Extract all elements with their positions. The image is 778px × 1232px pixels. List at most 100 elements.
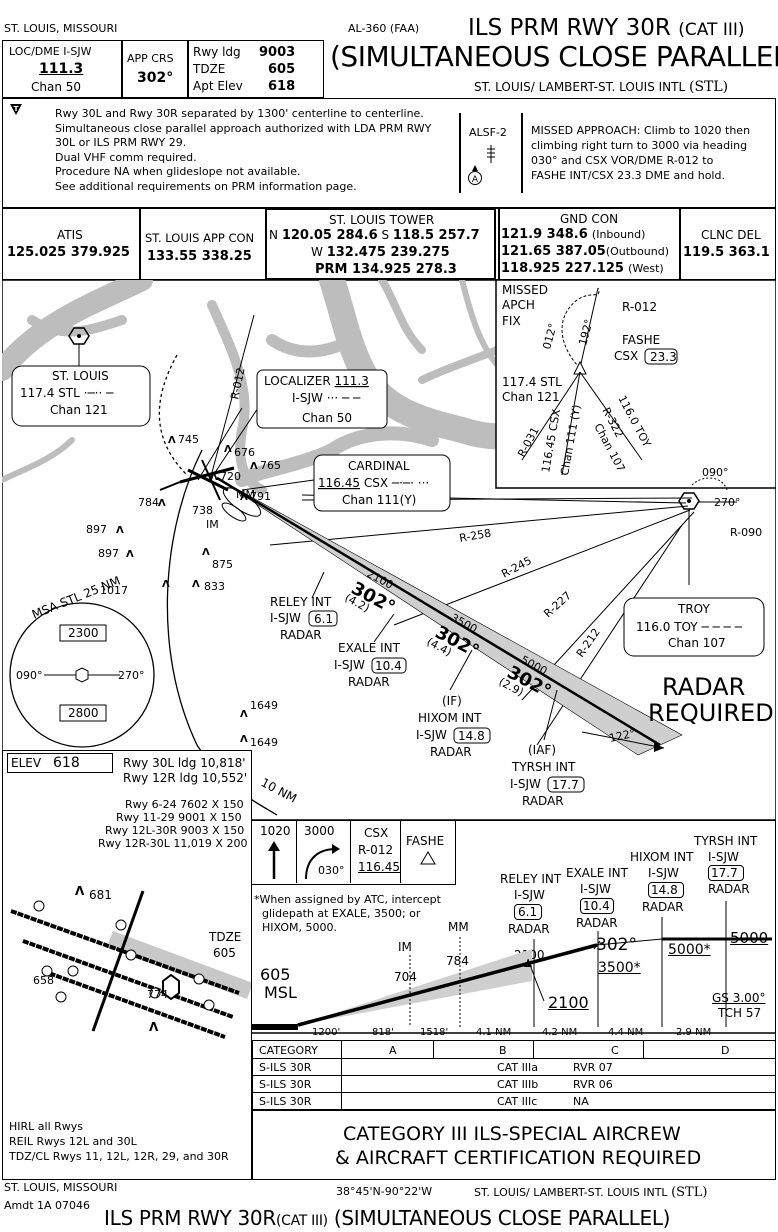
- elev-label: ELEV: [11, 756, 42, 770]
- plan-tyrsh-radar: RADAR: [522, 794, 564, 808]
- procedure-id: AL-360 (FAA): [348, 22, 420, 35]
- ma-fashe: FASHE: [406, 834, 445, 848]
- cardinal-name: CARDINAL: [348, 459, 410, 473]
- obstacle-label: 833: [204, 580, 225, 593]
- rwy-12r-30l: Rwy 12R-30L 11,019 X 200: [98, 837, 248, 850]
- ma-r012: R-012: [358, 843, 394, 857]
- prof-relay-dme: 6.1: [518, 905, 538, 919]
- missed-approach-track: [158, 354, 188, 476]
- notes-text: Rwy 30L and Rwy 30R separated by 1300' c…: [55, 107, 431, 194]
- obstacle-label: 765: [260, 459, 281, 472]
- app-con-freq: 133.55 338.25: [147, 249, 252, 264]
- svg-text:Λ: Λ: [250, 461, 258, 472]
- dist-5: 4.2 NM: [542, 1027, 578, 1038]
- plan-hixom-radar: RADAR: [430, 745, 472, 759]
- troy-r090: R-090: [730, 526, 762, 539]
- clnc-label: CLNC DEL: [701, 228, 761, 242]
- header-airport: ST. LOUIS/ LAMBERT-ST. LOUIS INTL (STL): [474, 79, 729, 95]
- plan-exale-radar: RADAR: [348, 675, 390, 689]
- cert-line-1: CATEGORY III ILS-SPECIAL AIRCREW: [343, 1123, 681, 1145]
- cert-line-2: & AIRCRAFT CERTIFICATION REQUIRED: [335, 1147, 702, 1169]
- localizer-box: [256, 369, 388, 429]
- min-row-rvr: NA: [573, 1095, 589, 1108]
- comm-strip: ATIS 125.025 379.925 ST. LOUIS APP CON 1…: [2, 208, 776, 280]
- prof-alt-2100-b: 2100: [548, 993, 589, 1012]
- missed-line: climbing right turn to 3000 via heading: [531, 139, 748, 152]
- app-crs-label: APP CRS: [127, 52, 174, 65]
- footer-city: ST. LOUIS, MISSOURI: [4, 1181, 118, 1194]
- prof-exale-radar: RADAR: [576, 916, 618, 930]
- footer-coords: 38°45'N-90°22'W: [336, 1185, 433, 1198]
- min-header-a: A: [389, 1044, 397, 1057]
- footer-airport: ST. LOUIS/ LAMBERT-ST. LOUIS INTL (STL): [474, 1185, 708, 1200]
- inset-fix: FIX: [502, 314, 521, 328]
- profile-note-line: glidepath at EXALE, 3500; or: [262, 907, 421, 920]
- plan-hixom-if: (IF): [442, 694, 462, 708]
- ma-030: 030°: [318, 864, 345, 877]
- svg-text:Λ: Λ: [224, 444, 232, 455]
- inset-missed: MISSED: [502, 283, 548, 297]
- gnd-freq-2: 121.65 387.05(Outbound): [501, 244, 670, 259]
- min-row-label: S-ILS 30R: [259, 1061, 312, 1074]
- msa-270: 270°: [118, 669, 145, 682]
- apt-elev-label: Apt Elev: [193, 79, 243, 93]
- plan-fixes: RELEY INT I-SJW 6.1 RADAR EXALE INT I-SJ…: [270, 595, 585, 808]
- airport-diagram: ELEV 618 Rwy 30L ldg 10,818' Rwy 12R ldg…: [2, 750, 252, 1180]
- prof-exale-dme: 10.4: [583, 899, 610, 913]
- loc-freq: 111.3: [39, 61, 84, 77]
- prof-exale-fix: I-SJW: [580, 882, 611, 896]
- plan-exale-name: EXALE INT: [338, 641, 401, 655]
- atis-freq: 125.025 379.925: [7, 245, 130, 260]
- ma-1020: 1020: [260, 824, 291, 838]
- svg-text:Λ: Λ: [240, 492, 248, 503]
- notes-box: T Rwy 30L and Rwy 30R separated by 1300'…: [2, 98, 776, 208]
- msa-bottom: 2800: [68, 706, 99, 720]
- obstacle-label: 897: [98, 547, 119, 560]
- min-row-cat: CAT IIIc: [497, 1095, 538, 1108]
- lighting-1: HIRL all Rwys: [9, 1120, 84, 1133]
- inset-stl1: 117.4 STL: [502, 375, 562, 389]
- prof-hixom-radar: RADAR: [642, 900, 684, 914]
- airport-tdze-label: TDZE: [209, 930, 242, 944]
- min-header-category: CATEGORY: [259, 1044, 318, 1057]
- stl-vor-name: ST. LOUIS: [52, 369, 109, 383]
- obstacle-label: 676: [234, 446, 255, 459]
- tower-n: N 120.05 284.6 S 118.5 257.7: [269, 228, 480, 243]
- dist-4: 4.1 NM: [476, 1027, 512, 1038]
- elev-value: 618: [53, 755, 80, 771]
- dist-3: 1518': [420, 1027, 449, 1038]
- rwy-ldg: 9003: [259, 45, 296, 60]
- mm-label: MM: [236, 488, 255, 501]
- svg-text:Λ: Λ: [240, 734, 248, 745]
- cardinal-box: [313, 454, 451, 512]
- ma-3000: 3000: [304, 824, 335, 838]
- min-header-b: B: [499, 1044, 507, 1057]
- plan-relay-radar: RADAR: [280, 628, 322, 642]
- inset-stl2: Chan 121: [502, 390, 560, 404]
- svg-text:Λ: Λ: [158, 498, 166, 509]
- loc-label: LOC/DME I-SJW: [9, 45, 92, 58]
- troy-freq: 116.0 TOY ─ ─ ─ ─: [636, 620, 743, 634]
- footer-amdt: Amdt 1A 07046: [4, 1199, 91, 1212]
- profile-drawing: [252, 901, 776, 1034]
- tower-w: W 132.475 239.275: [311, 245, 450, 260]
- min-header-c: C: [611, 1044, 619, 1057]
- fashe-triangle-icon: [420, 851, 436, 865]
- cardinal-leader: [241, 479, 315, 491]
- prof-hixom-fix: I-SJW: [648, 866, 679, 880]
- inset-dme: 23.3: [650, 350, 677, 364]
- svg-text:Λ: Λ: [168, 435, 176, 446]
- prof-tyrsh-fix: I-SJW: [708, 850, 739, 864]
- profile-note: *When assigned by ATC, intercept glidepa…: [254, 893, 441, 935]
- clnc-freq: 119.5 363.1: [683, 245, 770, 260]
- min-row-rvr: RVR 06: [573, 1078, 613, 1091]
- svg-text:Λ: Λ: [202, 547, 210, 558]
- plan-hixom-name: HIXOM INT: [418, 711, 482, 725]
- svg-text:Λ: Λ: [149, 1020, 159, 1034]
- radial-r258: R-258: [458, 527, 492, 545]
- msa-circle: [9, 602, 155, 748]
- obstacle-label: 745: [178, 433, 199, 446]
- svg-text:Λ: Λ: [210, 472, 218, 483]
- dist-7: 2.9 NM: [676, 1027, 712, 1038]
- missed-approach-text: MISSED APPROACH: Climb to 1020 then clim…: [531, 123, 750, 183]
